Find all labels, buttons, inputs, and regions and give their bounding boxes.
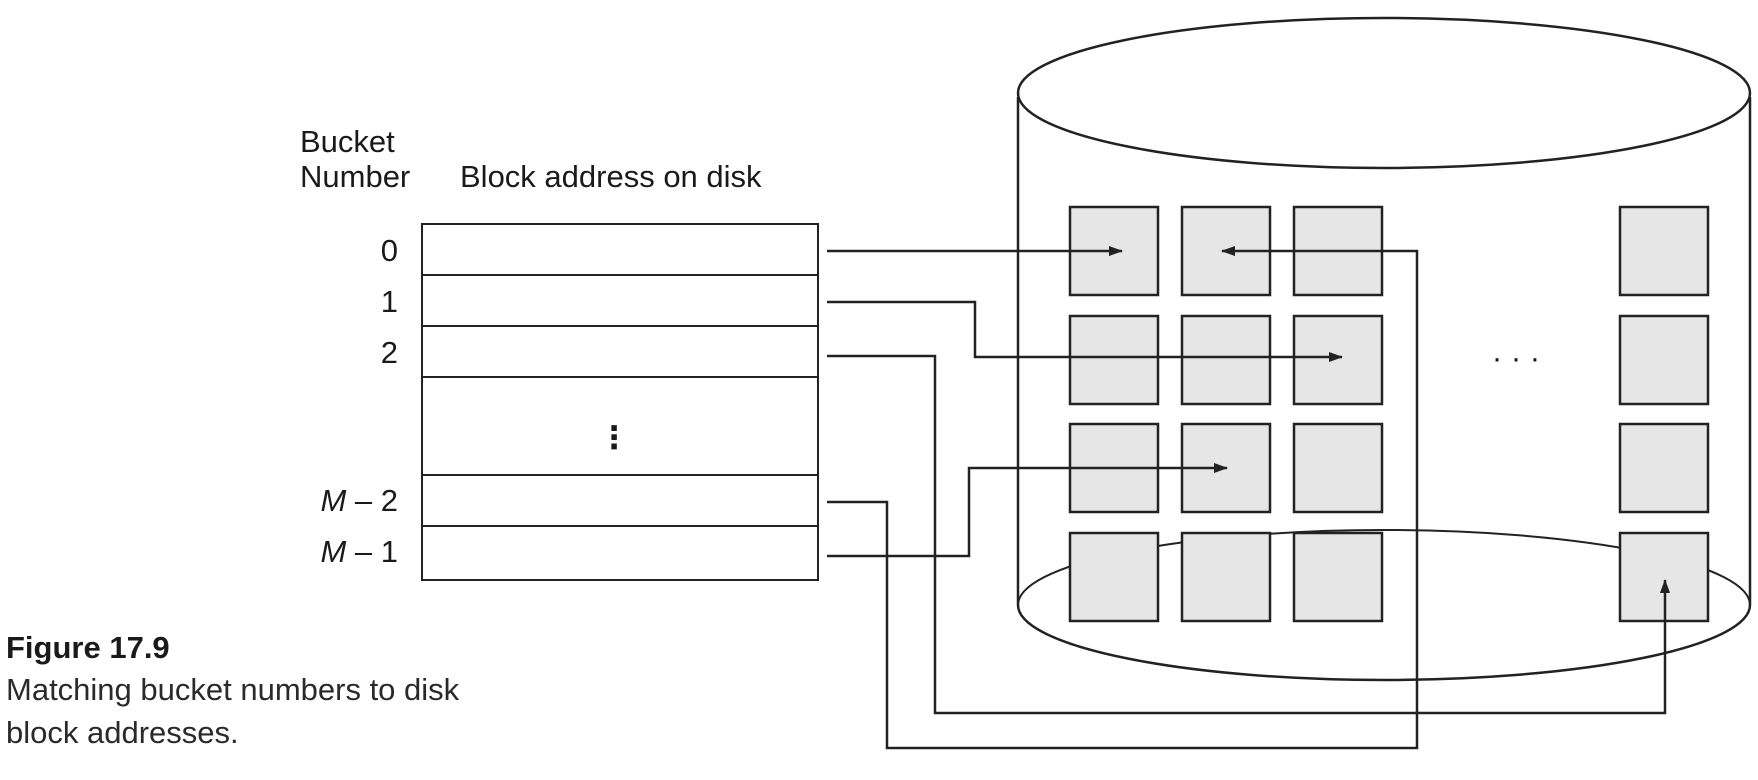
bucket-label: 2 [381,335,398,370]
disk-block [1618,314,1710,406]
disk-block [1618,205,1710,297]
disk-block [1292,314,1384,406]
disk-ellipsis: · · · [1492,340,1540,375]
pointer-bucket-m-minus-2 [827,246,1419,750]
disk-block [1068,314,1160,406]
disk-block [1180,531,1272,623]
table-ellipsis: ⋮ [599,420,630,455]
pointer-bucket-m-minus-1 [827,463,1228,558]
bucket-label: M – 2 [320,483,398,518]
address-header: Block address on disk [460,159,762,194]
disk-block [1292,531,1384,623]
figure-title: Figure 17.9 [6,630,170,665]
figure-caption: Figure 17.9 Matching bucket numbers to d… [6,630,460,750]
bucket-pointers [827,246,1670,750]
disk-block [1618,422,1710,514]
table-outline [421,223,819,581]
disk-block [1068,531,1160,623]
disk-block [1180,314,1272,406]
bucket-header-line1: Bucket [300,124,395,159]
figure-caption-line1: Matching bucket numbers to disk [6,672,460,707]
bucket-label: 1 [381,284,398,319]
pointer-bucket-2 [827,354,1670,715]
cylinder-top [1016,16,1752,170]
bucket-label: 0 [381,233,398,268]
bucket-label: M – 1 [320,534,398,569]
figure-caption-line2: block addresses. [6,715,239,750]
disk-block [1292,422,1384,514]
bucket-labels: 0 1 2 M – 2 M – 1 [320,233,398,569]
pointer-bucket-1 [827,300,1343,362]
bucket-table: ⋮ [421,223,819,581]
bucket-header-line2: Number [300,159,410,194]
